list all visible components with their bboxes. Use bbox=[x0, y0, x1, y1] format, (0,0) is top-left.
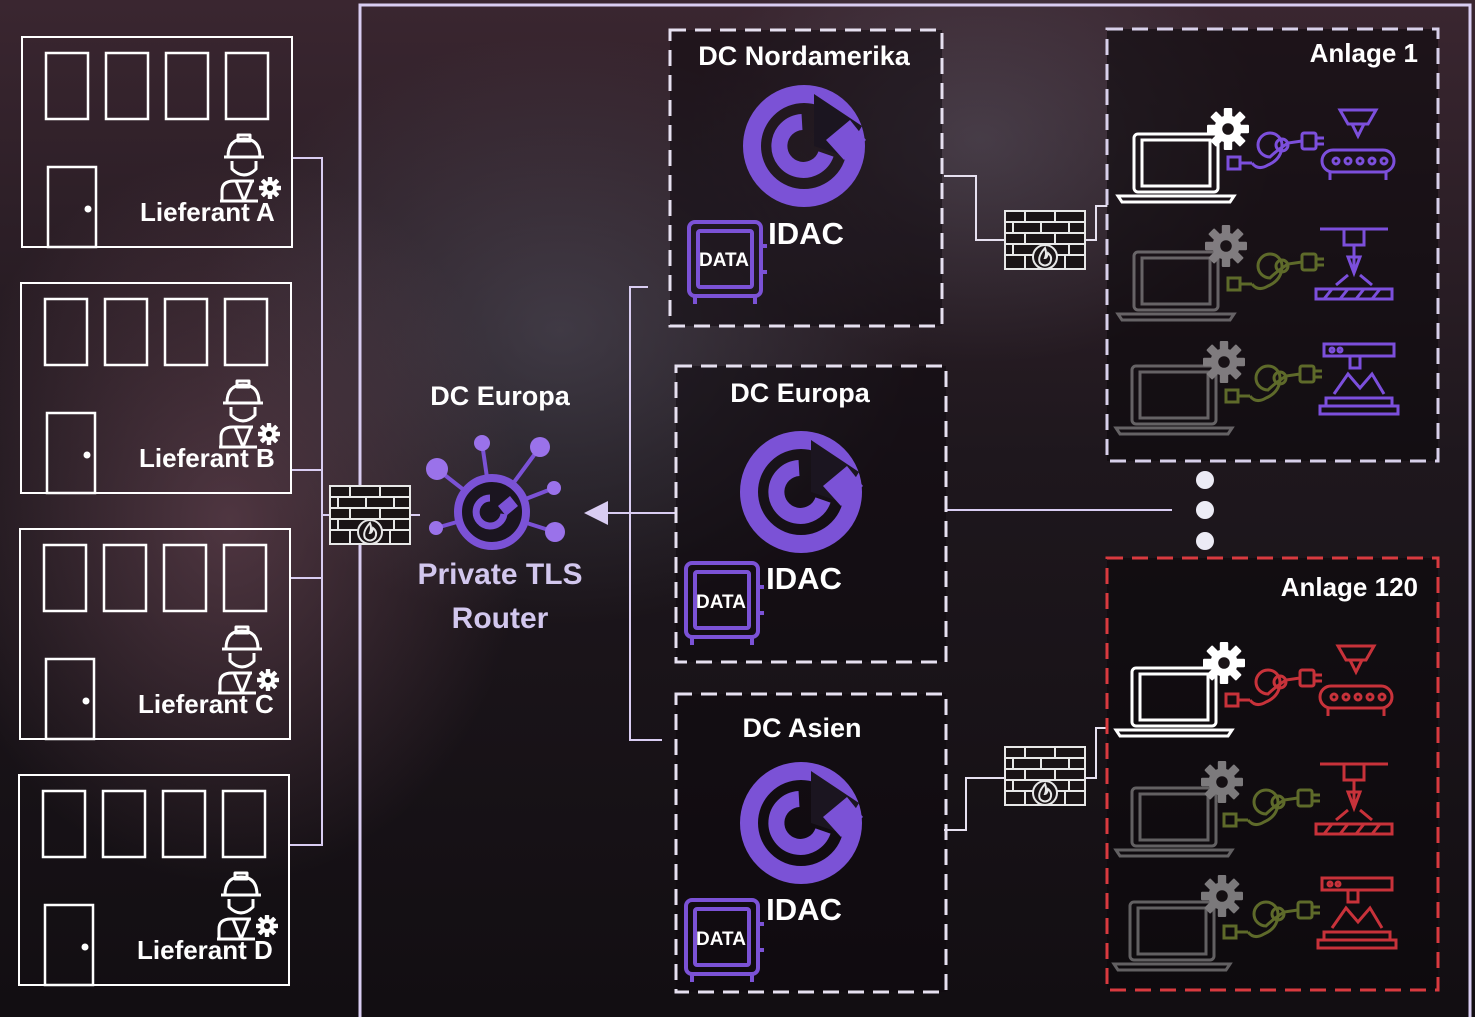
plant-title: Anlage 120 bbox=[1281, 572, 1418, 602]
gear-icon bbox=[257, 669, 279, 691]
arrow-head bbox=[584, 501, 608, 525]
dc-title: DC Nordamerika bbox=[698, 41, 911, 71]
vault-label: DATA bbox=[696, 592, 746, 613]
private-tls-router: DC Europa Private TLS Router bbox=[417, 381, 582, 635]
worker-icon bbox=[219, 381, 263, 447]
dc-product-label: IDAC bbox=[768, 216, 844, 251]
dc-asien: DC Asien DATA IDAC bbox=[676, 694, 946, 992]
dc-europa: DC Europa DATA IDAC bbox=[676, 366, 946, 662]
gear-icon bbox=[1203, 642, 1245, 684]
firewall-icon bbox=[1005, 211, 1085, 269]
router-title: DC Europa bbox=[430, 381, 570, 411]
gear-icon bbox=[1201, 761, 1243, 803]
gear-icon bbox=[1201, 875, 1243, 917]
dc-title: DC Asien bbox=[742, 713, 861, 743]
gear-icon bbox=[259, 177, 281, 199]
supplier-lieferant-d: Lieferant D bbox=[19, 775, 289, 985]
plant-anlage-1: Anlage 1 bbox=[1107, 29, 1438, 461]
ellipsis-dots-icon bbox=[1196, 471, 1214, 550]
supplier-lieferant-c: Lieferant C bbox=[20, 529, 290, 739]
gear-icon bbox=[1207, 108, 1249, 150]
dc-title: DC Europa bbox=[730, 378, 870, 408]
vault-label: DATA bbox=[699, 250, 749, 271]
plant-border bbox=[1107, 29, 1438, 461]
dc-plant-connectors bbox=[944, 176, 1108, 830]
supplier-label: Lieferant D bbox=[137, 935, 273, 965]
supplier-label: Lieferant C bbox=[138, 689, 274, 719]
worker-icon bbox=[218, 627, 262, 693]
firewall-icon bbox=[330, 486, 410, 544]
supplier-label: Lieferant A bbox=[140, 197, 275, 227]
supplier-lieferant-b: Lieferant B bbox=[21, 283, 291, 493]
router-hub-icon bbox=[426, 435, 565, 546]
supplier-label: Lieferant B bbox=[139, 443, 275, 473]
gear-icon bbox=[1203, 341, 1245, 383]
gear-icon bbox=[1205, 225, 1247, 267]
gear-icon bbox=[258, 423, 280, 445]
dc-border bbox=[670, 30, 942, 326]
router-name-line2: Router bbox=[452, 602, 549, 635]
dc-product-label: IDAC bbox=[766, 561, 842, 596]
plant-border bbox=[1107, 558, 1438, 990]
dc-product-label: IDAC bbox=[766, 892, 842, 927]
router-name-line1: Private TLS bbox=[417, 558, 582, 591]
plant-anlage-120: Anlage 120 bbox=[1107, 558, 1438, 990]
worker-icon bbox=[220, 135, 264, 201]
firewall-icon bbox=[1005, 747, 1085, 805]
gear-icon bbox=[256, 915, 278, 937]
dc-nordamerika: DC Nordamerika DATA IDAC bbox=[670, 30, 942, 326]
plant-title: Anlage 1 bbox=[1310, 38, 1418, 68]
supplier-lieferant-a: Lieferant A bbox=[22, 37, 292, 247]
worker-icon bbox=[217, 873, 261, 939]
vault-label: DATA bbox=[696, 929, 746, 950]
